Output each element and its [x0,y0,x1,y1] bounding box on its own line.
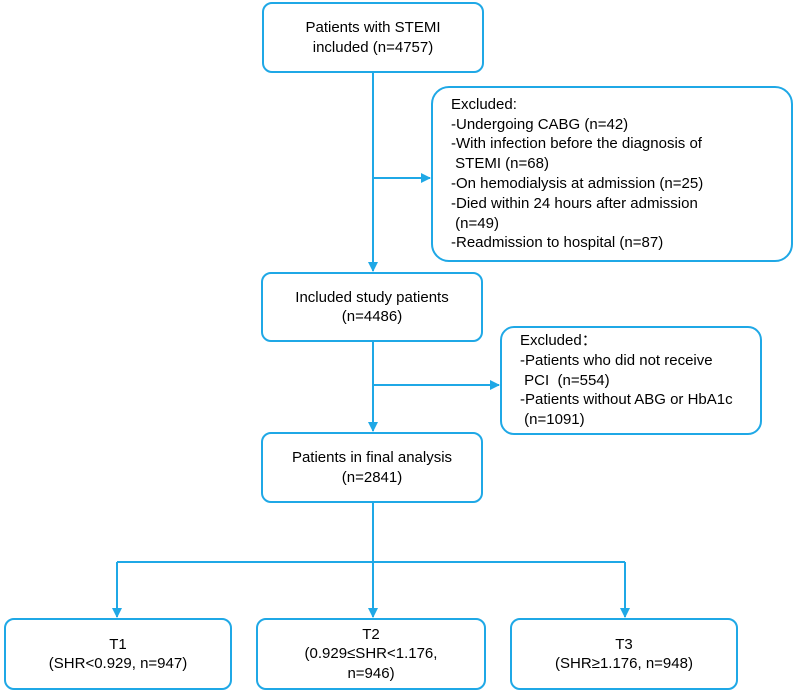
node-included-study-patients: Included study patients (n=4486) [261,272,483,342]
node-line: included (n=4757) [312,38,434,56]
node-line: Included study patients [295,288,449,306]
node-line: (SHR≥1.176, n=948) [555,655,693,672]
node-line: (n=1091) [520,411,585,429]
node-t3: T3 (SHR≥1.176, n=948) [510,618,738,690]
node-line: n=946) [347,664,395,682]
node-line: -Died within 24 hours after admission [451,194,698,212]
node-patients-in-final-analysis: Patients in final analysis (n=2841) [261,432,483,503]
node-excluded-2: Excluded： -Patients who did not receive … [500,326,762,435]
node-line: Patients in final analysis [291,449,453,466]
node-line: T2 [362,625,380,643]
node-line: (SHR<0.929, n=947) [48,655,188,672]
node-line: PCI (n=554) [520,371,610,389]
node-line: (n=2841) [341,468,403,486]
node-line: -Readmission to hospital (n=87) [451,234,664,252]
node-line: -Patients who did not receive [520,351,713,369]
node-line: STEMI (n=68) [451,155,549,173]
node-patients-with-stemi: Patients with STEMI included (n=4757) [262,2,484,73]
node-line: Excluded: [451,95,517,113]
node-line: T3 [615,635,633,653]
node-line: (0.929≤SHR<1.176, [304,645,438,663]
node-line: Excluded： [520,332,597,349]
node-line: -Undergoing CABG (n=42) [451,115,629,133]
node-line: (n=4486) [341,308,403,325]
node-line: (n=49) [451,214,499,232]
node-t1: T1 (SHR<0.929, n=947) [4,618,232,690]
node-line: Patients with STEMI [305,19,441,36]
node-excluded-1: Excluded: -Undergoing CABG (n=42) -With … [431,86,793,262]
node-t2: T2 (0.929≤SHR<1.176, n=946) [256,618,486,690]
node-line: -Patients without ABG or HbA1c [520,391,733,409]
node-line: -On hemodialysis at admission (n=25) [451,175,704,192]
node-line: T1 [109,635,127,653]
node-line: -With infection before the diagnosis of [451,135,702,153]
